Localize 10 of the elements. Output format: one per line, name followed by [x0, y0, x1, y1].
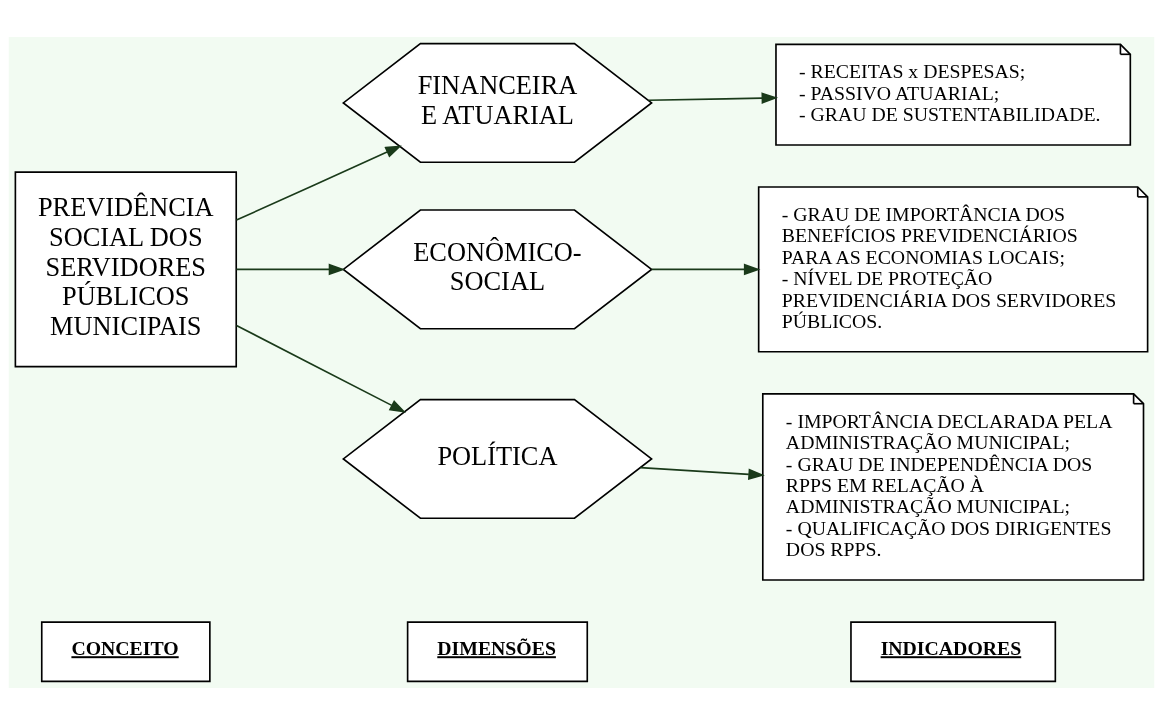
arrow	[650, 263, 761, 276]
node-box: INDICADORES	[850, 621, 1057, 683]
arrow	[647, 92, 779, 104]
arrow	[235, 145, 402, 221]
arrow	[235, 263, 346, 276]
node-box: DIMENSÕES	[406, 621, 589, 683]
node-box: CONCEITO	[40, 621, 211, 683]
node-box: PREVIDÊNCIA SOCIAL DOS SERVIDORES PÚBLICOS MUNICIPAIS	[14, 171, 238, 368]
arrow	[639, 466, 765, 481]
arrow	[235, 324, 407, 413]
